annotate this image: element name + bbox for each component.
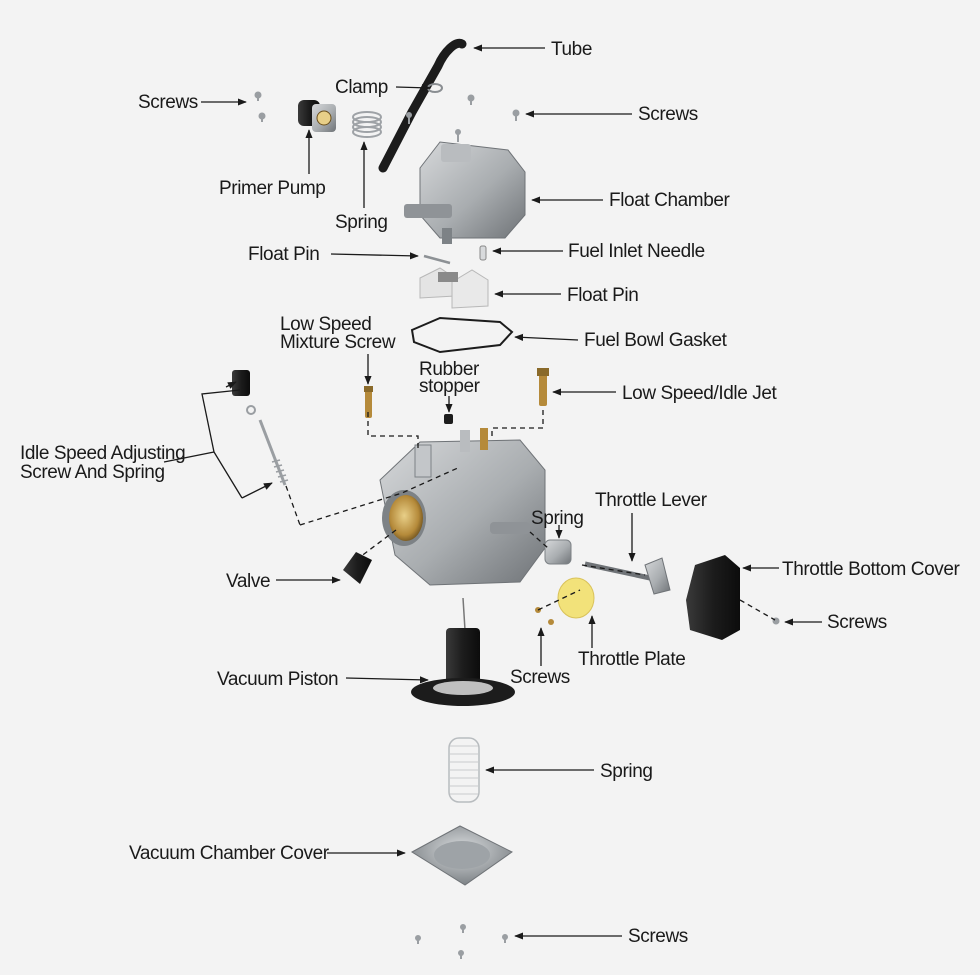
fuel-bowl-gasket-part <box>410 316 514 354</box>
screws-middle-part <box>535 607 554 625</box>
throttle-plate-part <box>557 577 595 619</box>
vacuum-piston-part <box>411 597 515 706</box>
label-throttle-lever: Throttle Lever <box>595 490 708 511</box>
label-spring-middle: Spring <box>531 508 584 529</box>
label-vacuum-piston: Vacuum Piston <box>217 669 338 690</box>
label-screws-bottom: Screws <box>628 926 688 947</box>
label-spring-bottom: Spring <box>600 761 653 782</box>
label-idle-speed-line2: Screw And Spring <box>20 462 165 483</box>
label-vacuum-chamber-cover: Vacuum Chamber Cover <box>129 843 330 864</box>
label-valve: Valve <box>226 571 270 592</box>
spring-bottom-part <box>448 737 480 803</box>
label-fuel-bowl-gasket: Fuel Bowl Gasket <box>584 330 728 351</box>
alignment-lines <box>285 410 776 621</box>
leader-lines <box>163 44 822 940</box>
low-speed-mixture-screw-part <box>364 386 373 418</box>
label-throttle-plate: Throttle Plate <box>578 649 685 670</box>
vacuum-chamber-cover-part <box>411 825 513 886</box>
screws-top-left-part <box>254 91 266 122</box>
idle-speed-screw-part <box>232 370 289 486</box>
label-rubber-stopper-line2: stopper <box>419 376 481 397</box>
float-part <box>419 267 489 309</box>
label-tube: Tube <box>551 39 592 60</box>
label-float-pin-left: Float Pin <box>248 244 319 265</box>
spring-middle-part <box>544 539 572 565</box>
label-spring-top: Spring <box>335 212 388 233</box>
label-screws-right: Screws <box>827 612 887 633</box>
label-low-speed-mixture-line1: Low Speed <box>280 314 371 335</box>
carburetor-body-part <box>379 428 546 586</box>
valve-part <box>343 552 372 584</box>
tube-part <box>378 38 467 173</box>
label-primer-pump: Primer Pump <box>219 178 325 199</box>
label-throttle-bottom-cover: Throttle Bottom Cover <box>782 559 961 580</box>
primer-pump-part <box>298 100 336 132</box>
label-screws-middle: Screws <box>510 667 570 688</box>
rubber-stopper-part <box>444 414 453 424</box>
labels: Tube Clamp Screws Screws Primer Pump Spr… <box>20 39 961 947</box>
throttle-bottom-cover-part <box>686 555 740 640</box>
screws-bottom-part <box>415 924 508 959</box>
float-chamber-part <box>404 141 526 244</box>
float-pin-part <box>423 254 451 265</box>
throttle-lever-part <box>584 557 671 595</box>
label-screws-top-right: Screws <box>638 104 698 125</box>
label-float-chamber: Float Chamber <box>609 190 731 211</box>
label-float-pin-right: Float Pin <box>567 285 638 306</box>
screws-top-right-part <box>406 94 520 142</box>
low-speed-idle-jet-part <box>537 368 549 406</box>
label-low-speed-idle-jet: Low Speed/Idle Jet <box>622 383 778 404</box>
fuel-inlet-needle-part <box>479 245 487 261</box>
label-low-speed-mixture-line2: Mixture Screw <box>280 332 396 353</box>
label-rubber-stopper-line1: Rubber <box>419 359 480 380</box>
label-screws-top-left: Screws <box>138 92 198 113</box>
label-fuel-inlet-needle: Fuel Inlet Needle <box>568 241 705 262</box>
spring-top-part <box>352 111 382 138</box>
label-clamp: Clamp <box>335 77 388 98</box>
label-idle-speed-line1: Idle Speed Adjusting <box>20 443 185 464</box>
